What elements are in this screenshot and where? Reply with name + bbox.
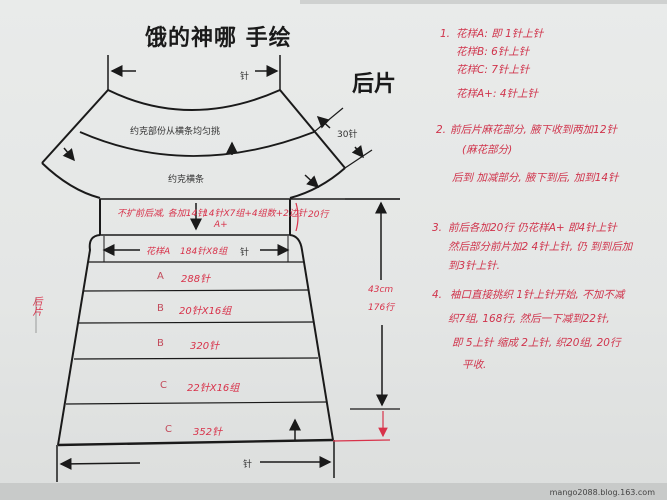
- note-3-line: 前后各加20行 仍花样A+ 即4针上针: [448, 222, 617, 234]
- note-1-line: 花样B: 6针上针: [456, 46, 530, 58]
- note-2-line: 前后片麻花部分, 腋下收到两加12针: [450, 124, 618, 136]
- note-4-line: 织7组, 168行, 然后一下减到22针,: [448, 313, 610, 325]
- height-rows: 176行: [368, 303, 395, 313]
- row-3-note: 20针X16组: [179, 306, 232, 317]
- row-3-pattern: B: [157, 303, 164, 314]
- note-3-line: 到3针上针.: [448, 260, 501, 272]
- top-width-label: 针: [240, 72, 250, 82]
- note-3-num: 3.: [432, 222, 443, 234]
- height-cm: 43cm: [368, 285, 394, 295]
- yoke-band-label: 约克横条: [168, 175, 205, 185]
- note-2-line: (麻花部分): [462, 144, 513, 156]
- row-4-note: 320针: [190, 341, 220, 352]
- yoke-width-label: 30针: [337, 130, 358, 140]
- row-5-pattern: C: [160, 380, 167, 391]
- note-1-line: 花样A: 即 1针上针: [456, 28, 544, 40]
- paper-edge-top: [300, 0, 667, 4]
- row-2-note: 288针: [181, 274, 211, 285]
- row-1-pattern: 花样A: [146, 247, 171, 257]
- note-4-line: 袖口直接挑织 1针上针开始, 不加不减: [450, 289, 625, 301]
- row-4-pattern: B: [157, 338, 164, 349]
- page-title: 饿的神哪 手绘: [145, 26, 292, 51]
- note-4-num: 4.: [432, 289, 443, 301]
- row-1-note: 184针X8组: [180, 247, 228, 257]
- note-1-line: 花样A+: 4针上针: [456, 88, 539, 100]
- note-2-num: 2.: [436, 124, 447, 136]
- transition-pattern: A+: [214, 220, 228, 230]
- paper-edge-bottom: [0, 483, 667, 500]
- bottom-width-label: 针: [243, 460, 253, 470]
- row-2-pattern: A: [157, 271, 164, 282]
- transition-height: 20行: [308, 210, 329, 220]
- row-6-pattern: C: [165, 424, 172, 435]
- piece-subtitle: 后片: [352, 72, 397, 97]
- note-1-line: 花样C: 7针上针: [456, 64, 530, 76]
- watermark: mango2088.blog.163.com: [549, 488, 655, 497]
- note-4-line: 即 5上针 缩成 2上针, 织20组, 20行: [452, 337, 621, 349]
- note-3-line: 然后部分前片加2 4针上针, 仍 到到后加: [448, 241, 633, 253]
- transition-formula: 14针X7组+4组数+2边针: [203, 209, 307, 219]
- row-5-note: 22针X16组: [187, 383, 240, 394]
- note-1-num: 1.: [440, 28, 451, 40]
- note-2-line: 后到 加减部分, 腋下到后, 加到14针: [452, 172, 619, 184]
- yoke-part-label: 约克部份从横条均匀挑: [130, 127, 221, 137]
- row-6-note: 352针: [193, 427, 223, 438]
- note-4-line: 平收.: [462, 359, 487, 371]
- side-label: 后片: [30, 296, 41, 316]
- transition-note: 不扩前后减, 各加14针: [117, 209, 207, 219]
- row-1-unit: 针: [240, 248, 250, 258]
